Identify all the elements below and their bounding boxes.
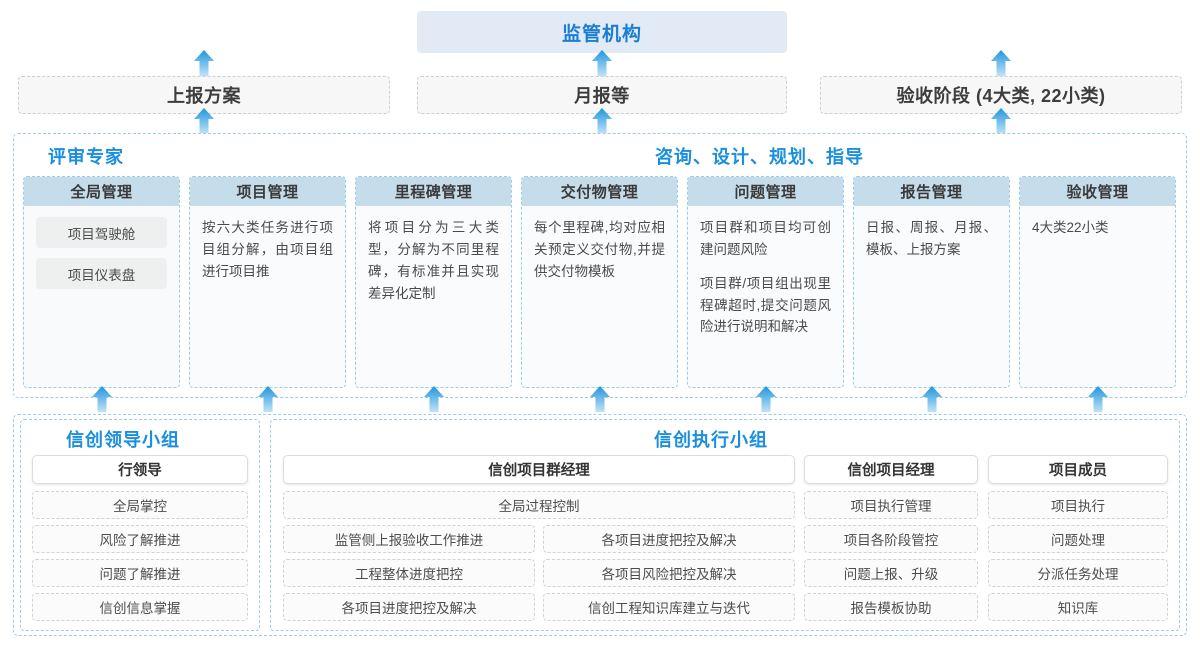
task-item[interactable]: 知识库 bbox=[988, 593, 1168, 621]
column-paragraph: 项目群和项目均可创建问题风险 bbox=[700, 220, 831, 257]
role-column-project-manager: 信创项目经理 项目执行管理 项目各阶段管控 问题上报、升级 报告模板协助 bbox=[804, 455, 978, 621]
column-body: 每个里程碑,均对应相关预定义交付物,并提供交付物模板 bbox=[522, 206, 677, 291]
column-paragraph: 每个里程碑,均对应相关预定义交付物,并提供交付物模板 bbox=[534, 220, 665, 279]
column-project-management[interactable]: 项目管理 按六大类任务进行项目组分解，由项目组进行项目推 bbox=[189, 176, 346, 388]
arrow-up-icon bbox=[755, 386, 777, 412]
column-body: 按六大类任务进行项目组分解，由项目组进行项目推 bbox=[190, 206, 345, 291]
report-box-plan: 上报方案 bbox=[18, 76, 390, 114]
group-title-leadership: 信创领导小组 bbox=[66, 430, 180, 450]
column-deliverable-management[interactable]: 交付物管理 每个里程碑,均对应相关预定义交付物,并提供交付物模板 bbox=[521, 176, 678, 388]
column-header: 报告管理 bbox=[854, 177, 1009, 206]
column-header: 问题管理 bbox=[688, 177, 843, 206]
task-item[interactable]: 监管侧上报验收工作推进 bbox=[283, 525, 535, 553]
task-item[interactable]: 项目执行 bbox=[988, 491, 1168, 519]
pill-item[interactable]: 项目仪表盘 bbox=[36, 258, 167, 289]
task-item[interactable]: 工程整体进度把控 bbox=[283, 559, 535, 587]
task-item[interactable]: 分派任务处理 bbox=[988, 559, 1168, 587]
role-header[interactable]: 项目成员 bbox=[988, 455, 1168, 484]
task-item[interactable]: 各项目进度把控及解决 bbox=[543, 525, 795, 553]
band-title-consulting: 咨询、设计、规划、指导 bbox=[655, 147, 864, 167]
task-item[interactable]: 项目执行管理 bbox=[804, 491, 978, 519]
column-body: 项目群和项目均可创建问题风险 项目群/项目组出现里程碑超时,提交问题风险进行说明… bbox=[688, 206, 843, 346]
pill-item[interactable]: 项目驾驶舱 bbox=[36, 217, 167, 248]
arrow-up-icon bbox=[193, 50, 215, 76]
arrow-up-icon bbox=[91, 386, 113, 412]
column-milestone-management[interactable]: 里程碑管理 将项目分为三大类型，分解为不同里程碑，有标准并且实现差异化定制 bbox=[355, 176, 512, 388]
role-header[interactable]: 行领导 bbox=[32, 455, 248, 484]
task-row: 工程整体进度把控 各项目风险把控及解决 bbox=[283, 559, 795, 593]
arrow-up-icon bbox=[921, 386, 943, 412]
task-item[interactable]: 问题处理 bbox=[988, 525, 1168, 553]
column-paragraph: 将项目分为三大类型，分解为不同里程碑，有标准并且实现差异化定制 bbox=[368, 220, 499, 301]
arrow-up-icon bbox=[591, 50, 613, 76]
role-column-project-member: 项目成员 项目执行 问题处理 分派任务处理 知识库 bbox=[988, 455, 1168, 621]
task-row: 各项目进度把控及解决 信创工程知识库建立与迭代 bbox=[283, 593, 795, 627]
arrow-up-icon bbox=[589, 386, 611, 412]
task-item[interactable]: 项目各阶段管控 bbox=[804, 525, 978, 553]
role-header[interactable]: 信创项目群经理 bbox=[283, 455, 795, 484]
regulator-box: 监管机构 bbox=[417, 11, 787, 53]
task-item[interactable]: 各项目进度把控及解决 bbox=[283, 593, 535, 621]
arrow-up-icon bbox=[1087, 386, 1109, 412]
task-item[interactable]: 问题上报、升级 bbox=[804, 559, 978, 587]
role-header[interactable]: 信创项目经理 bbox=[804, 455, 978, 484]
arrow-up-icon bbox=[591, 108, 613, 134]
column-header: 验收管理 bbox=[1020, 177, 1175, 206]
task-item[interactable]: 报告模板协助 bbox=[804, 593, 978, 621]
arrow-up-icon bbox=[257, 386, 279, 412]
arrow-up-icon bbox=[990, 108, 1012, 134]
arrow-up-icon bbox=[193, 108, 215, 134]
task-item[interactable]: 风险了解推进 bbox=[32, 525, 248, 553]
column-body: 4大类22小类 bbox=[1020, 206, 1175, 247]
role-column-bank-leader: 行领导 全局掌控 风险了解推进 问题了解推进 信创信息掌握 bbox=[32, 455, 248, 621]
task-item[interactable]: 全局过程控制 bbox=[283, 491, 795, 519]
task-item[interactable]: 信创信息掌握 bbox=[32, 593, 248, 621]
column-paragraph: 按六大类任务进行项目组分解，由项目组进行项目推 bbox=[202, 220, 333, 279]
task-item[interactable]: 各项目风险把控及解决 bbox=[543, 559, 795, 587]
column-body: 将项目分为三大类型，分解为不同里程碑，有标准并且实现差异化定制 bbox=[356, 206, 511, 312]
task-item[interactable]: 信创工程知识库建立与迭代 bbox=[543, 593, 795, 621]
column-header: 里程碑管理 bbox=[356, 177, 511, 206]
task-item[interactable]: 全局掌控 bbox=[32, 491, 248, 519]
column-paragraph: 4大类22小类 bbox=[1032, 220, 1109, 235]
column-header: 交付物管理 bbox=[522, 177, 677, 206]
column-paragraph: 项目群/项目组出现里程碑超时,提交问题风险进行说明和解决 bbox=[700, 275, 831, 335]
column-body: 日报、周报、月报、模板、上报方案 bbox=[854, 206, 1009, 269]
arrow-up-icon bbox=[423, 386, 445, 412]
column-body: 项目驾驶舱 项目仪表盘 bbox=[24, 206, 179, 307]
column-global-management[interactable]: 全局管理 项目驾驶舱 项目仪表盘 bbox=[23, 176, 180, 388]
group-title-execution: 信创执行小组 bbox=[654, 430, 768, 450]
column-issue-management[interactable]: 问题管理 项目群和项目均可创建问题风险 项目群/项目组出现里程碑超时,提交问题风… bbox=[687, 176, 844, 388]
column-report-management[interactable]: 报告管理 日报、周报、月报、模板、上报方案 bbox=[853, 176, 1010, 388]
column-acceptance-management[interactable]: 验收管理 4大类22小类 bbox=[1019, 176, 1176, 388]
task-item[interactable]: 问题了解推进 bbox=[32, 559, 248, 587]
report-box-acceptance: 验收阶段 (4大类, 22小类) bbox=[820, 76, 1182, 114]
column-paragraph: 日报、周报、月报、模板、上报方案 bbox=[866, 220, 997, 257]
task-row: 监管侧上报验收工作推进 各项目进度把控及解决 bbox=[283, 525, 795, 559]
column-header: 全局管理 bbox=[24, 177, 179, 206]
arrow-up-icon bbox=[990, 50, 1012, 76]
role-column-program-manager: 信创项目群经理 全局过程控制 监管侧上报验收工作推进 各项目进度把控及解决 工程… bbox=[283, 455, 795, 627]
band-title-review-experts: 评审专家 bbox=[48, 147, 124, 167]
column-header: 项目管理 bbox=[190, 177, 345, 206]
